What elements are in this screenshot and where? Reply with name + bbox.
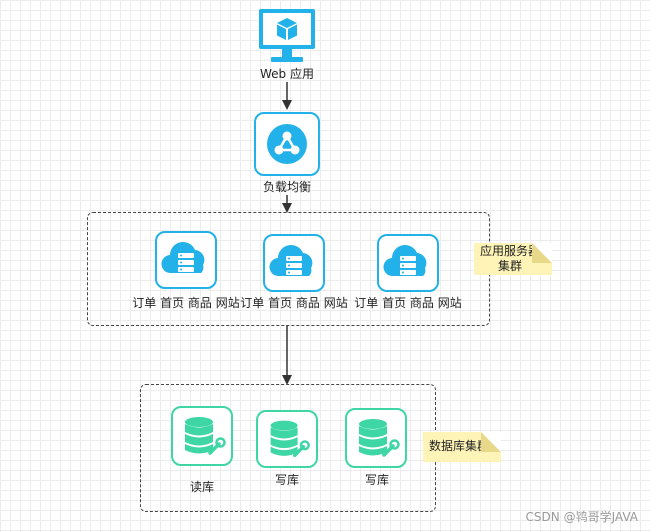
database-label-read: 读库 xyxy=(189,480,214,494)
web-app-label: Web 应用 xyxy=(260,67,314,81)
database-wrench-icon xyxy=(359,419,400,457)
database-node-write-2 xyxy=(345,408,407,468)
app-cluster-note-text: 应用服务器集群 xyxy=(480,244,541,273)
app-server-node-3 xyxy=(377,234,439,292)
web-app-node xyxy=(256,8,318,64)
monitor-cube-icon xyxy=(259,9,315,62)
database-node-read xyxy=(171,406,233,466)
app-server-label-3: 订单 首页 商品 网站 xyxy=(354,296,462,310)
database-node-write-1 xyxy=(256,410,318,468)
db-cluster-note-text: 数据库集群 xyxy=(428,439,489,453)
cloud-server-icon xyxy=(269,245,313,277)
database-wrench-icon xyxy=(270,420,310,458)
app-server-node-1 xyxy=(155,231,217,289)
database-label-write-2: 写库 xyxy=(364,473,389,487)
csdn-watermark: CSDN @鸨哥学JAVA xyxy=(525,510,638,524)
database-wrench-icon xyxy=(185,417,226,455)
load-balancer-label: 负载均衡 xyxy=(262,180,311,194)
app-cluster-note: 应用服务器集群 xyxy=(474,243,552,275)
app-server-label-1: 订单 首页 商品 网站 xyxy=(132,296,240,310)
app-server-node-2 xyxy=(263,234,325,292)
share-nodes-icon xyxy=(267,124,307,164)
app-server-label-2: 订单 首页 商品 网站 xyxy=(240,296,348,310)
db-cluster-note: 数据库集群 xyxy=(423,432,501,462)
database-label-write-1: 写库 xyxy=(274,473,299,487)
cloud-server-icon xyxy=(161,242,205,274)
load-balancer-node xyxy=(254,112,320,176)
cloud-server-icon xyxy=(383,245,427,277)
